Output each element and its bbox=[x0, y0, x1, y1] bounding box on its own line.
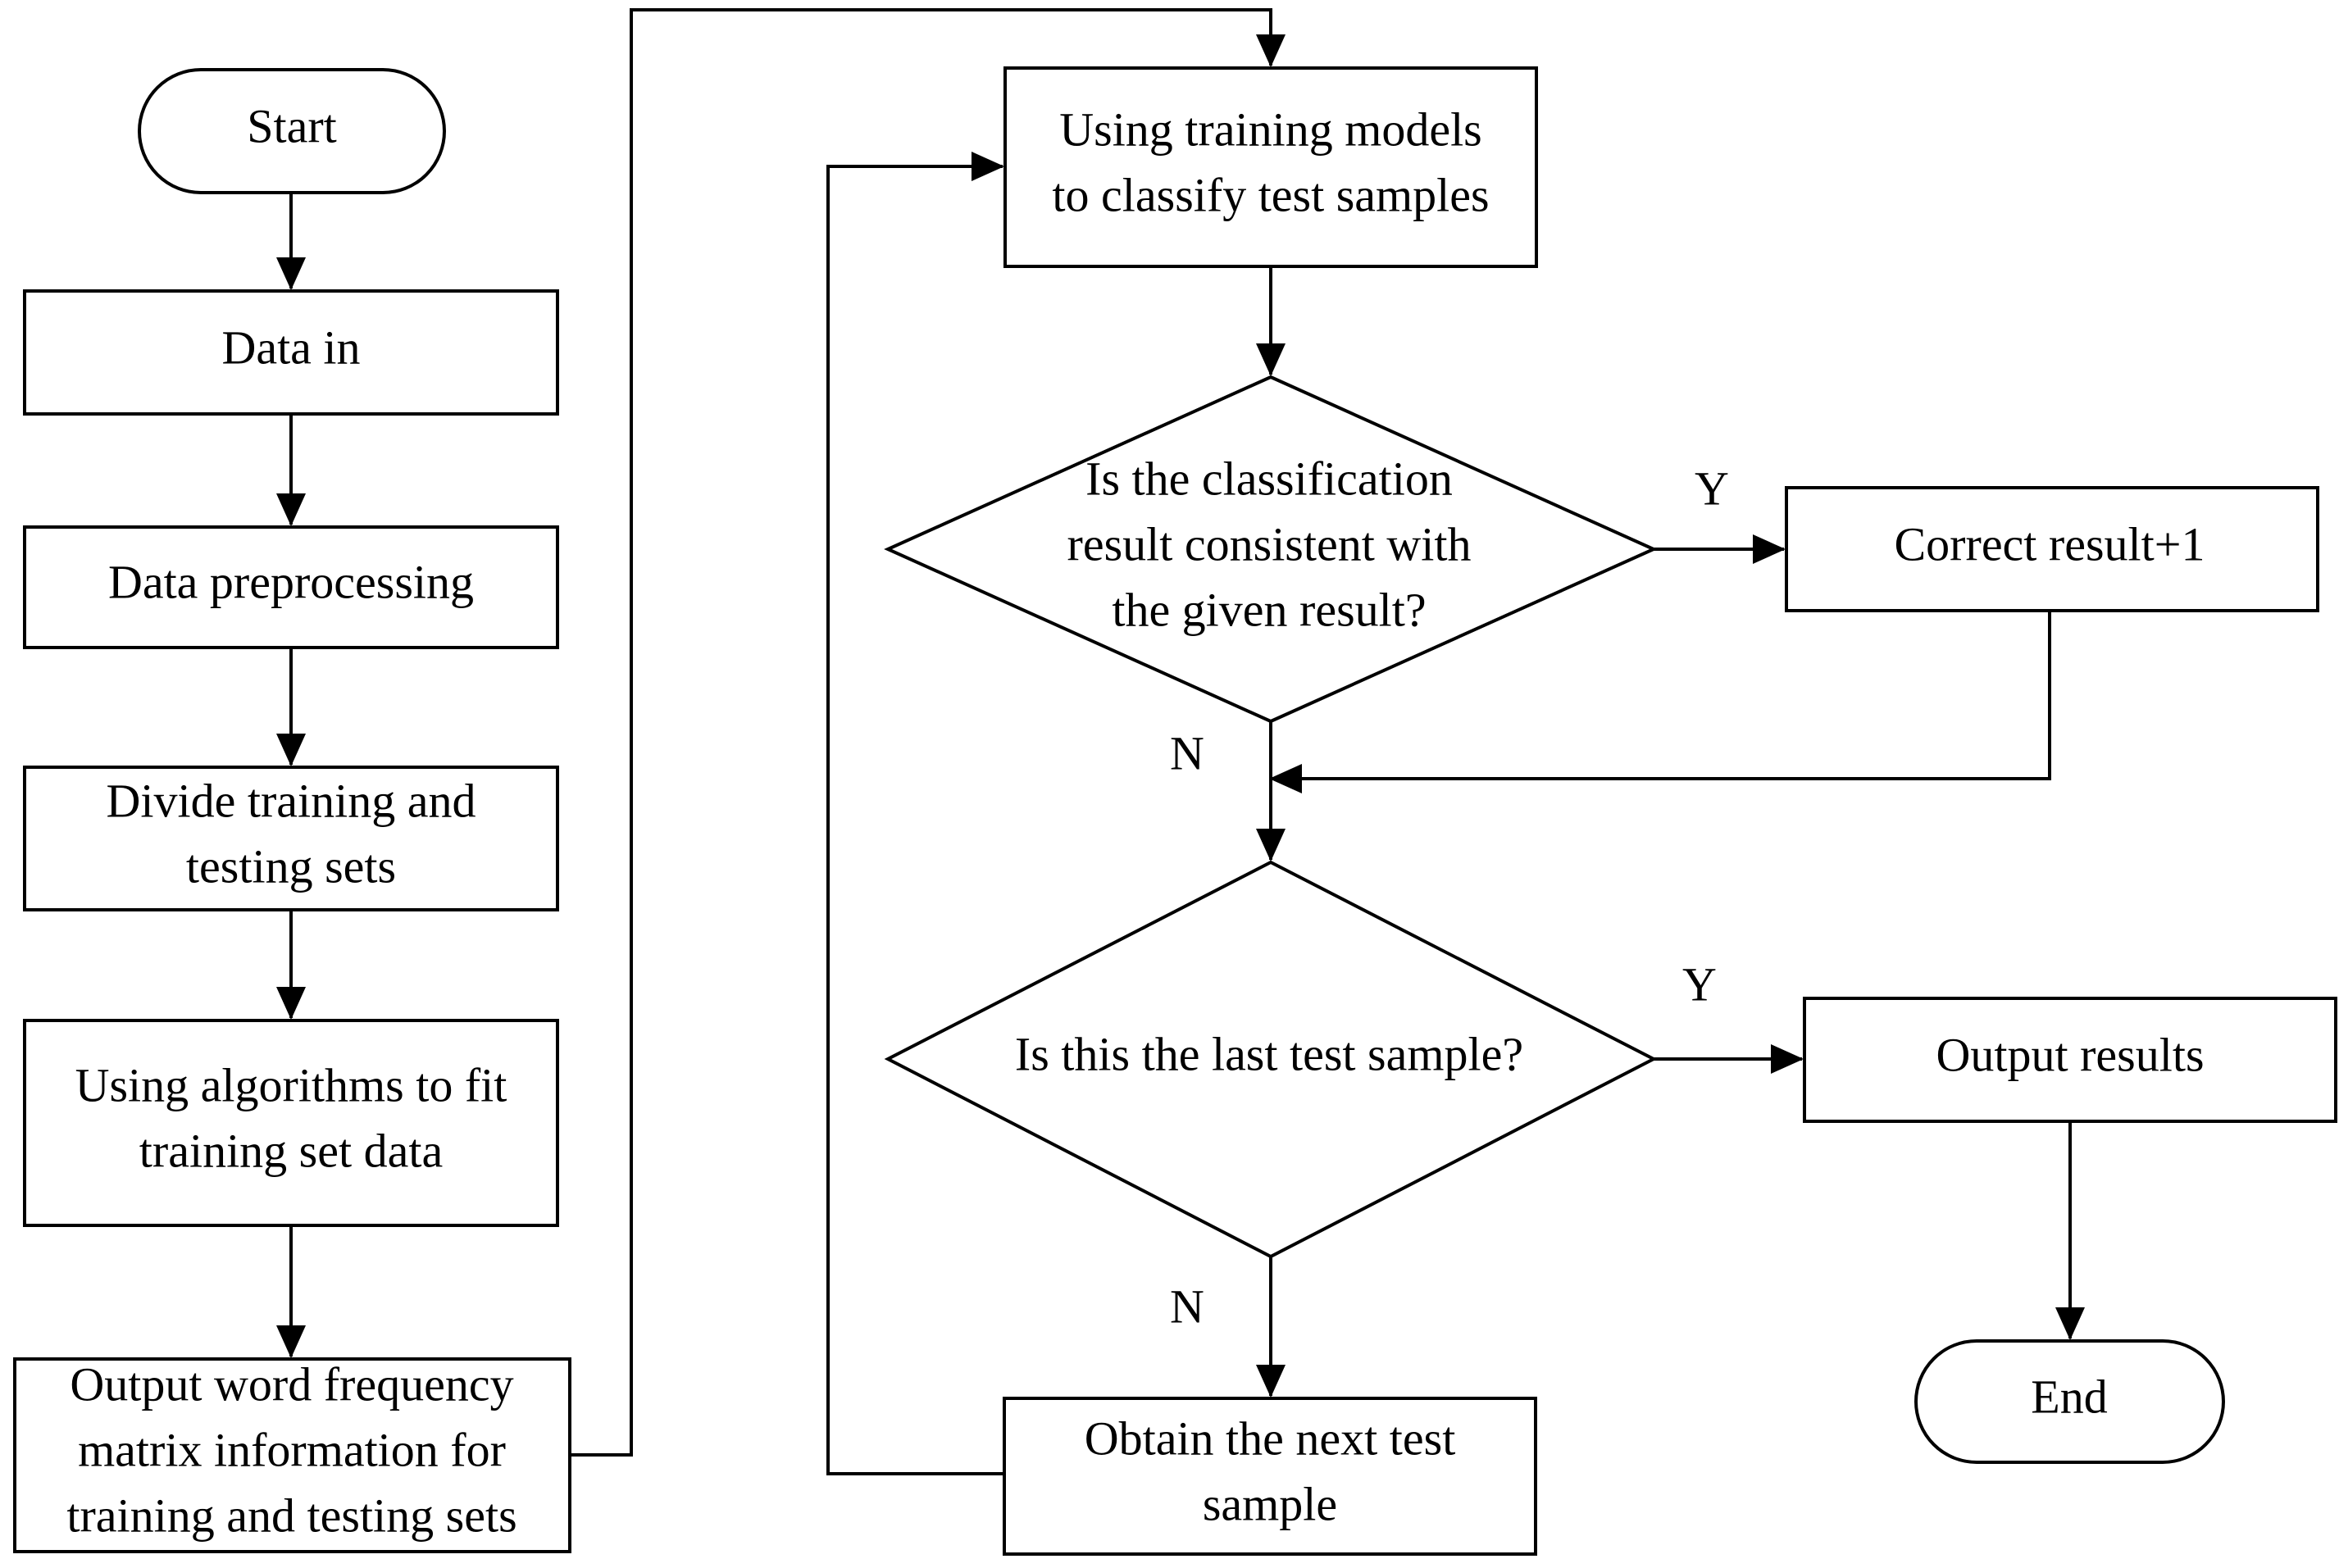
node-start: Start bbox=[138, 68, 446, 194]
node-fit: Using algorithms to fit training set data bbox=[23, 1019, 559, 1227]
node-fit-text: Using algorithms to fit training set data bbox=[75, 1058, 507, 1177]
preprocessing-line-1: Data preprocessing bbox=[108, 555, 474, 608]
node-divide-text: Divide training and testing sets bbox=[106, 774, 476, 893]
next-sample-line-1: Obtain the next test bbox=[1085, 1411, 1456, 1465]
fit-line-2: training set data bbox=[139, 1124, 443, 1177]
node-output-results: Output results bbox=[1803, 997, 2337, 1123]
node-classify-text: Using training models to classify test sa… bbox=[1052, 102, 1489, 221]
node-output-results-text: Output results bbox=[1936, 1028, 2204, 1081]
decision-consistent-line-2: result consistent with bbox=[1067, 517, 1472, 570]
node-decision-consistent: Is the classification result consistent w… bbox=[884, 375, 1658, 724]
node-data-in: Data in bbox=[23, 289, 559, 416]
node-next-sample-text: Obtain the next test sample bbox=[1085, 1411, 1456, 1530]
start-line-1: Start bbox=[247, 99, 337, 152]
node-decision-last: Is this the last test sample? bbox=[884, 860, 1658, 1259]
node-output-matrix-text: Output word frequency matrix information … bbox=[66, 1357, 516, 1542]
node-end: End bbox=[1914, 1339, 2225, 1464]
edge-correct-to-merge bbox=[1269, 611, 2051, 793]
node-preprocessing: Data preprocessing bbox=[23, 525, 559, 649]
node-correct: Correct result+1 bbox=[1785, 486, 2319, 612]
node-next-sample: Obtain the next test sample bbox=[1003, 1397, 1537, 1556]
divide-line-1: Divide training and bbox=[106, 774, 476, 827]
node-decision-last-text: Is this the last test sample? bbox=[1015, 1027, 1523, 1080]
decision-consistent-line-3: the given result? bbox=[1112, 583, 1426, 636]
decision-consistent-line-1: Is the classification bbox=[1085, 452, 1453, 505]
label-last-yes: Y bbox=[1682, 957, 1717, 1011]
edge-output-matrix-to-classify bbox=[570, 8, 1286, 1457]
label-consistent-yes: Y bbox=[1695, 461, 1729, 515]
edges bbox=[276, 8, 2085, 1475]
node-preprocessing-text: Data preprocessing bbox=[108, 555, 474, 608]
classify-line-1: Using training models bbox=[1059, 102, 1482, 156]
node-output-matrix: Output word frequency matrix information … bbox=[13, 1357, 571, 1553]
node-data-in-text: Data in bbox=[221, 320, 360, 374]
next-sample-line-2: sample bbox=[1203, 1477, 1337, 1530]
correct-line-1: Correct result+1 bbox=[1895, 517, 2205, 570]
node-end-text: End bbox=[2031, 1370, 2107, 1423]
output-matrix-line-1: Output word frequency bbox=[70, 1357, 513, 1411]
fit-line-1: Using algorithms to fit bbox=[75, 1058, 507, 1111]
data-in-line-1: Data in bbox=[221, 320, 360, 374]
edge-next-sample-to-classify bbox=[826, 152, 1004, 1475]
output-matrix-line-3: training and testing sets bbox=[66, 1488, 516, 1542]
edge-labels: Y N Y N bbox=[1170, 461, 1729, 1333]
node-decision-consistent-text: Is the classification result consistent w… bbox=[1067, 452, 1472, 636]
node-divide: Divide training and testing sets bbox=[23, 766, 559, 911]
node-classify: Using training models to classify test sa… bbox=[1003, 66, 1538, 268]
decision-last-line-1: Is this the last test sample? bbox=[1015, 1027, 1523, 1080]
output-matrix-line-2: matrix information for bbox=[78, 1423, 506, 1476]
divide-line-2: testing sets bbox=[186, 839, 396, 893]
node-correct-text: Correct result+1 bbox=[1895, 517, 2205, 570]
classify-line-2: to classify test samples bbox=[1052, 168, 1489, 221]
label-consistent-no: N bbox=[1170, 726, 1204, 779]
end-line-1: End bbox=[2031, 1370, 2107, 1423]
output-results-line-1: Output results bbox=[1936, 1028, 2204, 1081]
node-start-text: Start bbox=[247, 99, 337, 152]
label-last-no: N bbox=[1170, 1279, 1204, 1333]
